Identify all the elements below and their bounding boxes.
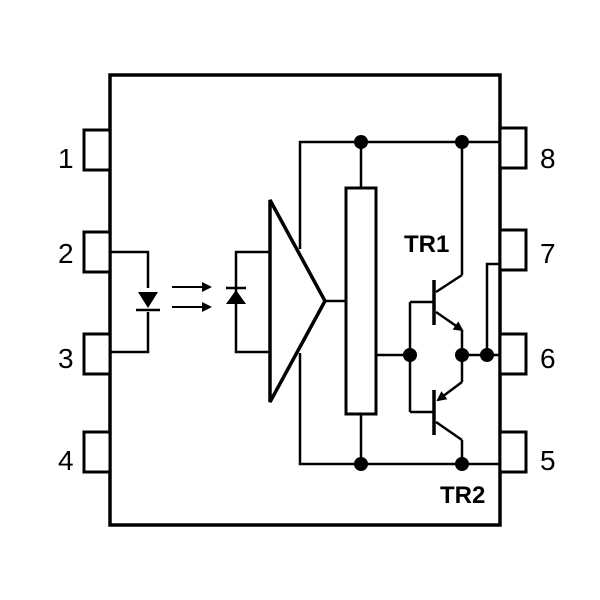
pin-8-tab	[498, 126, 528, 170]
pin-2-label: 2	[58, 238, 74, 269]
package-body	[108, 73, 502, 527]
pin-8-label: 8	[540, 143, 556, 174]
pin-7-tab	[498, 228, 528, 272]
led-icon	[110, 250, 160, 354]
resistor-icon	[344, 186, 378, 416]
npn-transistor-icon	[432, 142, 464, 355]
photodiode-icon	[226, 250, 270, 354]
junction-dots	[354, 135, 494, 471]
amplifier-icon	[268, 199, 327, 403]
pin-3-label: 3	[58, 343, 74, 374]
pin-3-tab	[82, 332, 112, 376]
pin-5-label: 5	[540, 445, 556, 476]
tr1-label: TR1	[404, 231, 449, 258]
pin-4-label: 4	[58, 445, 74, 476]
pin-6-tab	[498, 332, 528, 376]
output-wire-pin7	[485, 262, 500, 355]
pin-1-tab	[82, 128, 112, 172]
pin-2-tab	[82, 230, 112, 274]
pin-1-label: 1	[58, 143, 74, 174]
pin-6-label: 6	[540, 343, 556, 374]
pin-4-tab	[82, 430, 112, 474]
bottom-rail	[298, 353, 500, 466]
light-arrow-icon	[172, 282, 212, 312]
pnp-transistor-icon	[432, 355, 464, 464]
top-rail	[298, 140, 500, 249]
pin-7-label: 7	[540, 238, 556, 269]
tr2-label: TR2	[440, 482, 485, 509]
pin-5-tab	[498, 430, 528, 474]
